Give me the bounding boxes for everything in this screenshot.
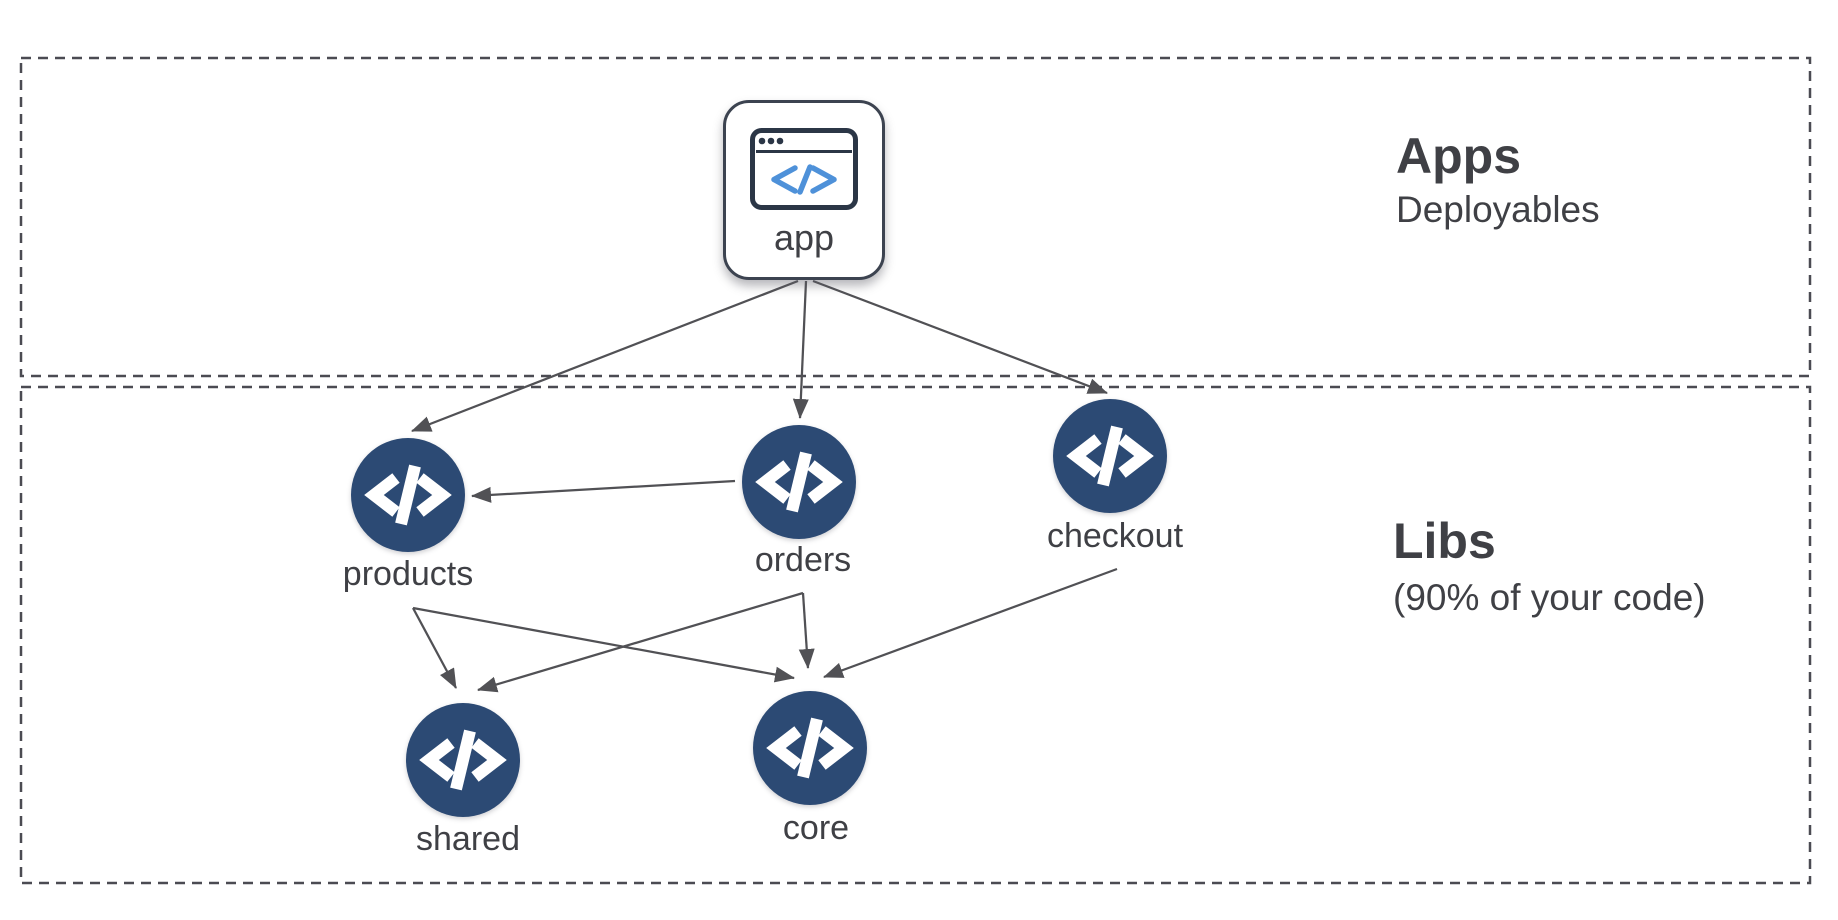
browser-window-code-icon: [750, 128, 858, 210]
apps-section-subtitle: Deployables: [1396, 189, 1600, 230]
edge-orders-shared: [477, 591, 804, 693]
code-icon: [766, 717, 854, 779]
node-orders: [742, 425, 856, 539]
node-shared: [406, 703, 520, 817]
code-icon: [419, 729, 507, 791]
node-label-shared: shared: [416, 820, 520, 858]
node-label-app: app: [773, 217, 835, 258]
code-icon: [1066, 425, 1154, 487]
code-icon: [364, 464, 452, 526]
node-label-orders: orders: [754, 541, 852, 579]
libs-section-box: [19, 385, 1812, 885]
libs-section-subtitle: (90% of your code): [1393, 577, 1706, 618]
edge-products-core: [412, 606, 795, 683]
edge-checkout-core: [823, 567, 1118, 679]
libs-section-title: Libs: [1393, 513, 1496, 569]
node-checkout: [1053, 399, 1167, 513]
node-label-products: products: [342, 555, 474, 593]
apps-section-title: Apps: [1396, 128, 1521, 184]
node-label-core: core: [782, 809, 850, 847]
node-app: app: [723, 100, 885, 280]
edge-app-orders: [792, 280, 809, 419]
edge-products-shared: [412, 607, 457, 689]
edge-orders-products: [471, 479, 736, 503]
node-label-checkout: checkout: [1046, 517, 1184, 555]
edge-app-checkout: [812, 279, 1108, 395]
node-products: [351, 438, 465, 552]
edge-orders-core: [798, 592, 815, 669]
apps-section-box: [19, 56, 1812, 378]
code-icon: [755, 451, 843, 513]
node-core: [753, 691, 867, 805]
edge-app-products: [411, 279, 799, 433]
